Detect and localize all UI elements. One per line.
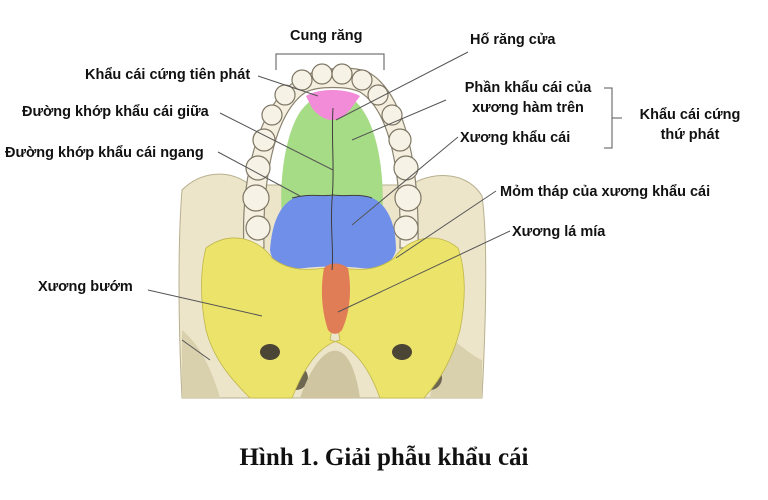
khau-cai-cung-thu-phat-label-line2: thứ phát xyxy=(660,127,720,143)
leader-phan-khau-cai xyxy=(351,99,447,141)
duong-khop-khau-cai-ngang-label: Đường khớp khẩu cái ngang xyxy=(5,145,204,161)
leader-xuong-khau-cai xyxy=(351,136,459,226)
leader-xuong-la-mia xyxy=(337,230,511,313)
khau-cai-cung-thu-phat-label-line1: Khẩu cái cứng xyxy=(639,107,741,123)
khau-cai-cung-tien-phat-label: Khẩu cái cứng tiên phát xyxy=(85,67,251,83)
figure-caption: Hình 1. Giải phẫu khẩu cái xyxy=(239,444,529,471)
phan-khau-cai-label-line2: xương hàm trên xyxy=(472,100,584,116)
ho-rang-cua-label: Hố răng cửa xyxy=(470,32,556,48)
duong-khop-khau-cai-giua-label: Đường khớp khẩu cái giữa xyxy=(22,104,209,120)
phan-khau-cai-label-line1: Phần khẩu cái của xyxy=(464,80,592,96)
cung-rang-bracket xyxy=(275,53,385,70)
leader-xuong-buom xyxy=(147,289,263,317)
leader-khau-cai-cung-tien-phat xyxy=(257,75,319,97)
leader-ho-rang-cua xyxy=(335,51,469,121)
suture-lines xyxy=(291,107,373,271)
primary-palate-region xyxy=(306,90,360,120)
xuong-buom-label: Xương bướm xyxy=(38,279,133,295)
khau-cai-cung-thu-phat-bracket xyxy=(604,87,622,149)
leader-mom-thap xyxy=(395,190,497,259)
sphenoid-foramina xyxy=(260,344,412,360)
xuong-khau-cai-label: Xương khẩu cái xyxy=(460,130,571,146)
skull-line-left xyxy=(181,339,211,361)
vomer-region xyxy=(321,263,350,334)
xuong-la-mia-label: Xương lá mía xyxy=(512,224,606,240)
palatine-bone-region xyxy=(270,196,396,269)
leader-duong-khop-khau-cai-giua xyxy=(219,112,334,171)
mom-thap-label: Mỏm tháp của xương khẩu cái xyxy=(500,184,711,200)
leader-duong-khop-khau-cai-ngang xyxy=(217,151,301,197)
leader-lines xyxy=(147,51,622,361)
cung-rang-label: Cung răng xyxy=(290,28,363,44)
